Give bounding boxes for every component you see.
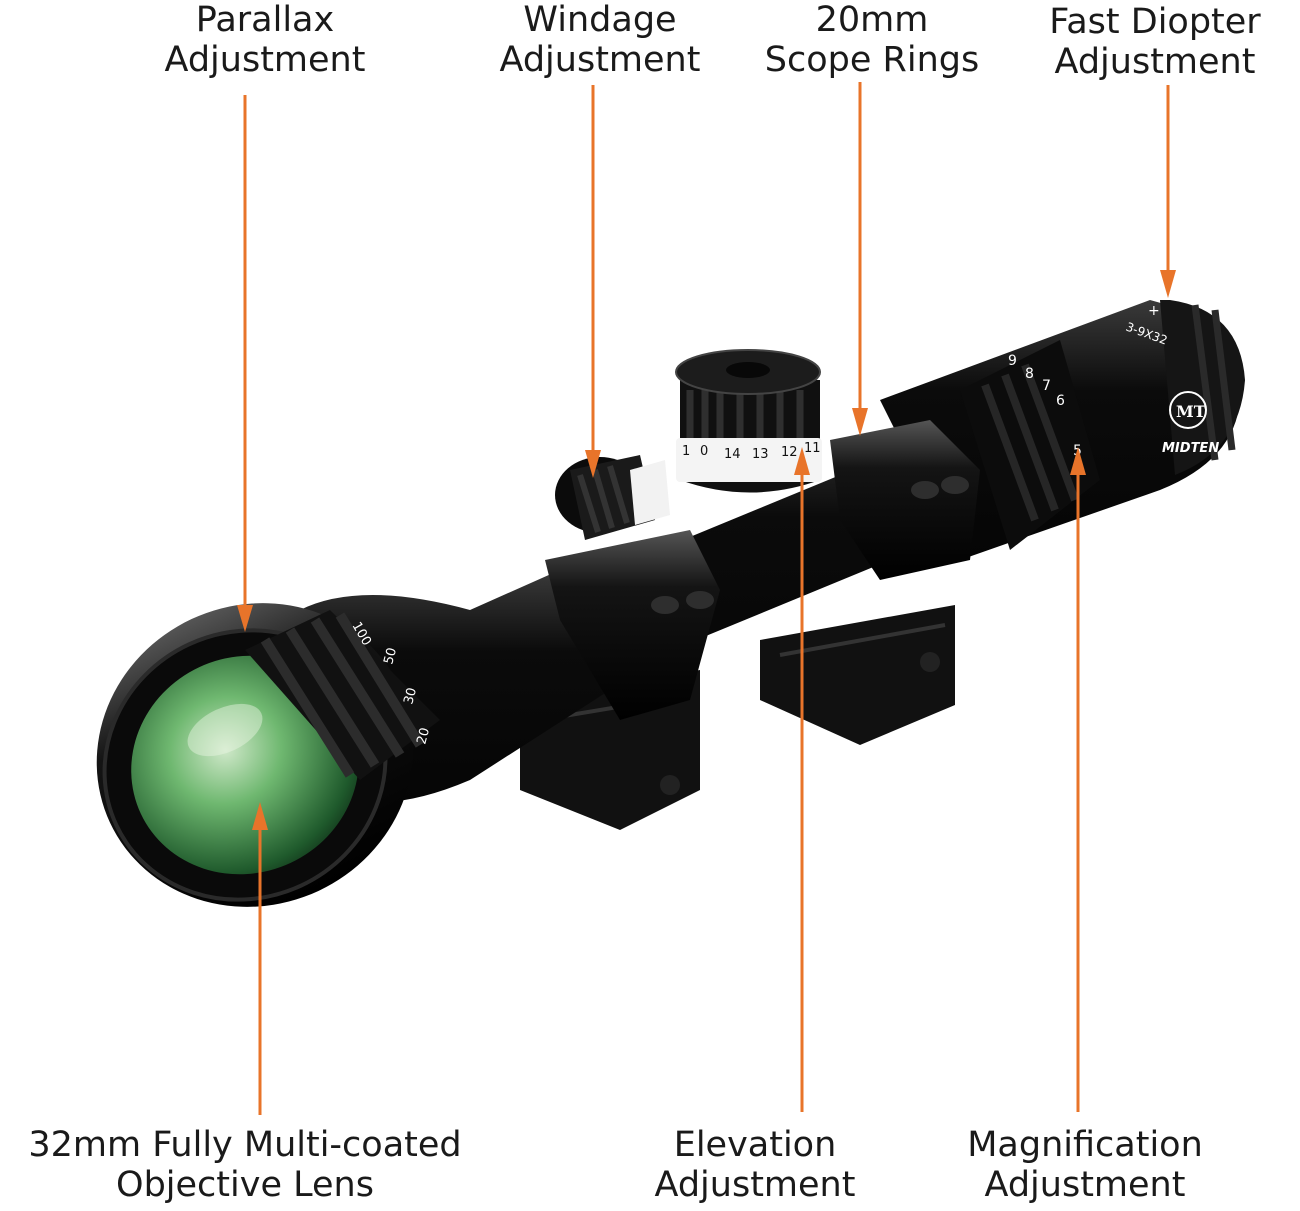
windage-turret[interactable]: [555, 455, 670, 540]
callout-rings-line1: 20mm: [815, 0, 929, 40]
callout-windage-line1: Windage: [523, 0, 677, 40]
callout-parallax-line2: Adjustment: [164, 40, 366, 80]
callout-diopter-line1: Fast Diopter: [1049, 2, 1261, 42]
brand-logo-mark: MT: [1176, 402, 1206, 421]
callout-windage: Windage Adjustment: [480, 0, 720, 80]
brand-logo: MT MIDTEN: [1162, 391, 1219, 456]
parallax-mark-30: 30: [401, 686, 420, 706]
brand-name: MIDTEN: [1162, 441, 1219, 456]
callout-parallax-line1: Parallax: [195, 0, 335, 40]
elevation-mark-12: 12: [781, 445, 798, 460]
elevation-mark-0: 0: [700, 444, 708, 459]
windage-arrow: [585, 85, 601, 478]
scope-ring-rear: [830, 420, 980, 580]
parallax-mark-20: 20: [414, 726, 433, 746]
elevation-arrow: [794, 447, 810, 1112]
diopter-marks: + 0: [1122, 293, 1160, 319]
mag-mark-7: 7: [1042, 378, 1051, 394]
parallax-arrow: [237, 95, 253, 632]
callout-objective: 32mm Fully Multi-coated Objective Lens: [5, 1125, 485, 1205]
objective-arrow: [252, 802, 268, 1115]
callout-elevation: Elevation Adjustment: [630, 1125, 880, 1205]
diopter-zero: 0: [1122, 293, 1131, 309]
callout-magnification-line1: Magnification: [967, 1125, 1203, 1165]
rings-arrow: [852, 82, 868, 436]
diopter-arrow: [1160, 85, 1176, 298]
elevation-turret[interactable]: [675, 349, 822, 493]
magnification-ring[interactable]: [960, 340, 1100, 550]
diopter-plus: +: [1148, 303, 1160, 319]
mag-mark-9: 9: [1008, 353, 1017, 369]
mag-mark-8: 8: [1025, 366, 1034, 382]
callout-rings-line2: Scope Rings: [764, 40, 980, 80]
callout-elevation-line2: Adjustment: [654, 1165, 856, 1205]
callout-magnification-line2: Adjustment: [984, 1165, 1186, 1205]
callout-arrows: [237, 82, 1176, 1115]
elevation-mark-11: 11: [804, 441, 821, 456]
objective-lens-highlight: [187, 703, 263, 757]
elevation-mark-13: 13: [752, 447, 769, 462]
parallax-scale: 20 30 50 100: [349, 620, 434, 747]
riflescope: 20 30 50 100: [96, 293, 1245, 907]
callout-magnification: Magnification Adjustment: [950, 1125, 1220, 1205]
elevation-mark-1: 1: [682, 444, 690, 459]
parallax-ring[interactable]: [245, 610, 440, 780]
parallax-mark-50: 50: [381, 646, 400, 666]
scope-ring-front: [545, 530, 720, 720]
elevation-scale: 1 0 14 13 12 11: [682, 441, 821, 462]
callout-elevation-line1: Elevation: [673, 1125, 837, 1165]
diopter-ring[interactable]: [1160, 300, 1245, 475]
callout-diopter: Fast Diopter Adjustment: [1030, 2, 1280, 82]
callout-diopter-line2: Adjustment: [1054, 42, 1256, 82]
callout-windage-line2: Adjustment: [499, 40, 701, 80]
callout-rings: 20mm Scope Rings: [752, 0, 992, 80]
magnification-arrow: [1070, 447, 1086, 1112]
callout-parallax: Parallax Adjustment: [150, 0, 380, 80]
callout-objective-line1: 32mm Fully Multi-coated: [28, 1125, 462, 1165]
callout-objective-line2: Objective Lens: [116, 1165, 374, 1205]
scope-mount-rear: [760, 605, 955, 745]
mag-mark-6: 6: [1056, 393, 1065, 409]
elevation-mark-14: 14: [724, 447, 741, 462]
